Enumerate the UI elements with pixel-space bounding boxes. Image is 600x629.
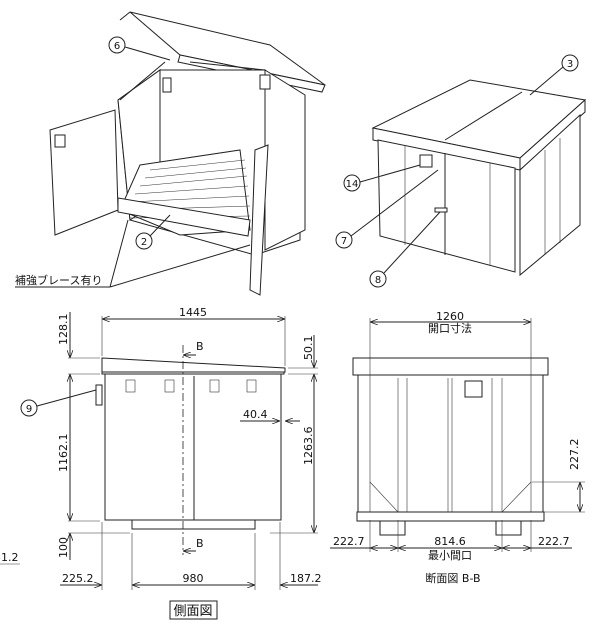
svg-text:3: 3	[567, 59, 573, 70]
svg-text:9: 9	[26, 404, 32, 415]
svg-text:1162.1: 1162.1	[57, 434, 70, 473]
svg-text:40.4: 40.4	[243, 408, 268, 421]
svg-text:31.2: 31.2	[0, 551, 19, 564]
svg-text:1260: 1260	[436, 310, 464, 323]
svg-text:227.2: 227.2	[568, 439, 581, 471]
svg-text:187.2: 187.2	[290, 572, 322, 585]
svg-text:1445: 1445	[179, 306, 207, 319]
brace-note: 補強ブレース有り	[15, 219, 251, 288]
closed-shed-isometric	[371, 79, 587, 277]
callout-2: 2	[135, 214, 171, 250]
svg-text:最小間口: 最小間口	[428, 549, 472, 562]
callout-6: 6	[108, 36, 171, 61]
section-view	[352, 357, 549, 536]
svg-text:断面図 B-B: 断面図 B-B	[425, 571, 480, 585]
svg-text:側面図: 側面図	[173, 604, 212, 619]
svg-text:1263.6: 1263.6	[302, 427, 315, 466]
svg-text:14: 14	[346, 179, 359, 190]
open-shed-isometric	[49, 11, 326, 296]
callout-7: 7	[335, 169, 439, 249]
svg-text:7: 7	[341, 236, 347, 247]
svg-text:50.1: 50.1	[302, 336, 315, 361]
svg-text:B: B	[196, 340, 204, 353]
svg-text:開口寸法: 開口寸法	[428, 321, 472, 335]
side-view: B B	[95, 340, 286, 555]
callout-8: 8	[369, 211, 441, 288]
callout-9: 9	[20, 389, 97, 417]
svg-text:128.1: 128.1	[57, 314, 70, 346]
svg-text:B: B	[196, 537, 204, 550]
svg-text:100: 100	[57, 537, 70, 558]
callout-14: 14	[343, 164, 421, 192]
svg-text:814.6: 814.6	[434, 535, 466, 548]
svg-text:6: 6	[114, 41, 120, 52]
svg-text:980: 980	[183, 572, 204, 585]
svg-text:225.2: 225.2	[62, 572, 94, 585]
svg-text:222.7: 222.7	[333, 535, 365, 548]
callout-3: 3	[529, 54, 579, 96]
svg-text:2: 2	[141, 237, 147, 248]
svg-text:222.7: 222.7	[538, 535, 570, 548]
side-view-dimensions: 1445 128.1 1162.1 100 50.1 1263.6 40.4 2…	[0, 306, 322, 620]
svg-text:補強ブレース有り: 補強ブレース有り	[15, 273, 102, 287]
section-view-dimensions: 1260 開口寸法 227.2 222.7 814.6 最小間口 222.7 断…	[330, 310, 585, 585]
svg-text:8: 8	[375, 275, 381, 286]
